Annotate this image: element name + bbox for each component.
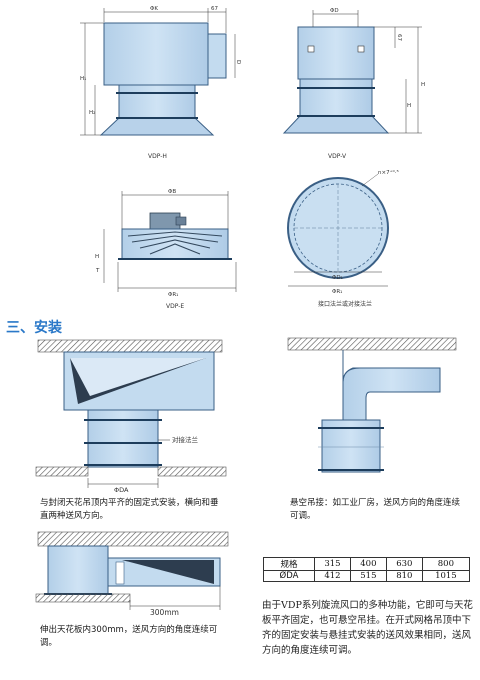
- install-extend-ceiling-bottom: [35, 593, 131, 603]
- flange-plan-drawing: n×7⁺⁰·⁵ ΦD₁ ΦR₁ 接口法兰或对接法兰: [287, 169, 399, 308]
- spec-row-diameter: ØDA 412 515 810 1015: [263, 570, 471, 582]
- vdp-v-vent-right: [357, 45, 365, 53]
- vdp-h-caption: VDP-H: [148, 153, 167, 160]
- spec-row-diameter-label: ØDA: [263, 570, 315, 582]
- vdp-h-dim-d: D: [235, 60, 241, 64]
- install-fixed-neck: [87, 409, 159, 468]
- vdp-v-dim-phid: ΦD: [330, 8, 339, 14]
- vdp-h-dim-h1: H₁: [80, 76, 86, 82]
- spec-cell: 515: [349, 570, 387, 582]
- vdp-e-vanes: [127, 231, 223, 255]
- vdp-h-dim-67: 67: [211, 6, 218, 12]
- install-fixed-ceiling-bottom-right: [157, 466, 227, 477]
- vdp-h-neck: [118, 84, 196, 119]
- spec-cell: 630: [385, 557, 423, 571]
- vdp-h-drawing: ΦK 67 D H₁ H₂ VDP-H: [80, 6, 241, 160]
- spec-cell: 412: [314, 570, 351, 582]
- install-extend-outlet: [115, 561, 125, 585]
- install-extend-drawing: 300mm: [35, 531, 229, 617]
- spec-table: 规格 315 400 630 800 ØDA 412 515 810 1015: [263, 557, 471, 582]
- vdp-v-caption: VDP-V: [328, 153, 347, 160]
- vdp-e-dim-h: H: [95, 254, 99, 260]
- install-extend-dim-300: 300mm: [150, 608, 179, 617]
- note-fixed-install: 与封闭天花吊顶内平齐的固定式安装，横向和垂直两种送风方向。: [40, 498, 219, 521]
- flange-dim-phir1: ΦR₁: [332, 289, 342, 295]
- note-extend-install: 伸出天花板内300mm，送风方向的角度连续可调。: [40, 625, 218, 648]
- vdp-v-dim-67: 67: [396, 34, 402, 41]
- spec-cell: 800: [421, 557, 471, 571]
- spec-cell: 400: [349, 557, 387, 571]
- vdp-e-drawing: ΦB H T ΦR₁ VDP-E: [95, 189, 237, 310]
- vdp-e-caption: VDP-E: [166, 303, 184, 310]
- vdp-v-drawing: ΦD 67 H H VDP-V: [282, 8, 425, 160]
- vdp-h-dim-phik: ΦK: [150, 6, 158, 12]
- vdp-v-neck: [299, 78, 373, 117]
- vdp-h-flare: [99, 117, 215, 136]
- vdp-h-side-outlet: [207, 33, 227, 79]
- spec-row-size: 规格 315 400 630 800: [263, 557, 471, 571]
- vdp-e-dim-phir1: ΦR₁: [168, 292, 178, 298]
- install-fixed-dim-phida: ΦDA: [114, 486, 129, 494]
- flange-caption: 接口法兰或对接法兰: [318, 300, 372, 308]
- spec-row-size-label: 规格: [263, 557, 315, 571]
- vdp-v-dim-h: H: [421, 82, 425, 88]
- install-hanging-duct: [342, 350, 441, 421]
- vdp-v-dim-h2: H: [407, 103, 411, 109]
- vdp-h-dim-h2: H₂: [89, 110, 95, 116]
- flange-dim-phid1: ΦD₁: [332, 275, 343, 281]
- install-fixed-flange-label: 对接法兰: [172, 435, 199, 444]
- install-fixed-ceiling-bottom-left: [35, 466, 89, 477]
- spec-cell: 315: [314, 557, 351, 571]
- install-hanging-drawing: [287, 337, 457, 473]
- flange-bolt-note: n×7⁺⁰·⁵: [378, 169, 399, 176]
- vdp-v-vent-left: [307, 45, 315, 53]
- install-extend-ceiling: [37, 531, 229, 547]
- vdp-e-dim-t: T: [95, 268, 100, 274]
- install-extend-body: [47, 545, 109, 595]
- vdp-v-flare: [282, 115, 390, 134]
- install-fixed-ceiling-top: [37, 339, 223, 353]
- install-fixed-drawing: 对接法兰 ΦDA: [35, 339, 227, 494]
- vdp-e-motor-box: [149, 212, 181, 230]
- vdp-e-dim-phib: ΦB: [168, 189, 176, 195]
- note-hanging-install: 悬空吊接：如工业厂房，送风方向的角度连续可调。: [290, 498, 461, 521]
- section-title-install: 三、安装: [6, 320, 62, 336]
- install-hanging-ceiling: [287, 337, 457, 351]
- spec-cell: 810: [385, 570, 423, 582]
- description-paragraph: 由于VDP系列旋流风口的多种功能，它即可与天花板平齐固定，也可悬空吊挂。在开式网…: [262, 600, 473, 656]
- vdp-v-top-box: [297, 26, 375, 80]
- vdp-e-motor-cap: [175, 216, 187, 226]
- vdp-h-top-box: [103, 22, 209, 86]
- spec-cell: 1015: [421, 570, 471, 582]
